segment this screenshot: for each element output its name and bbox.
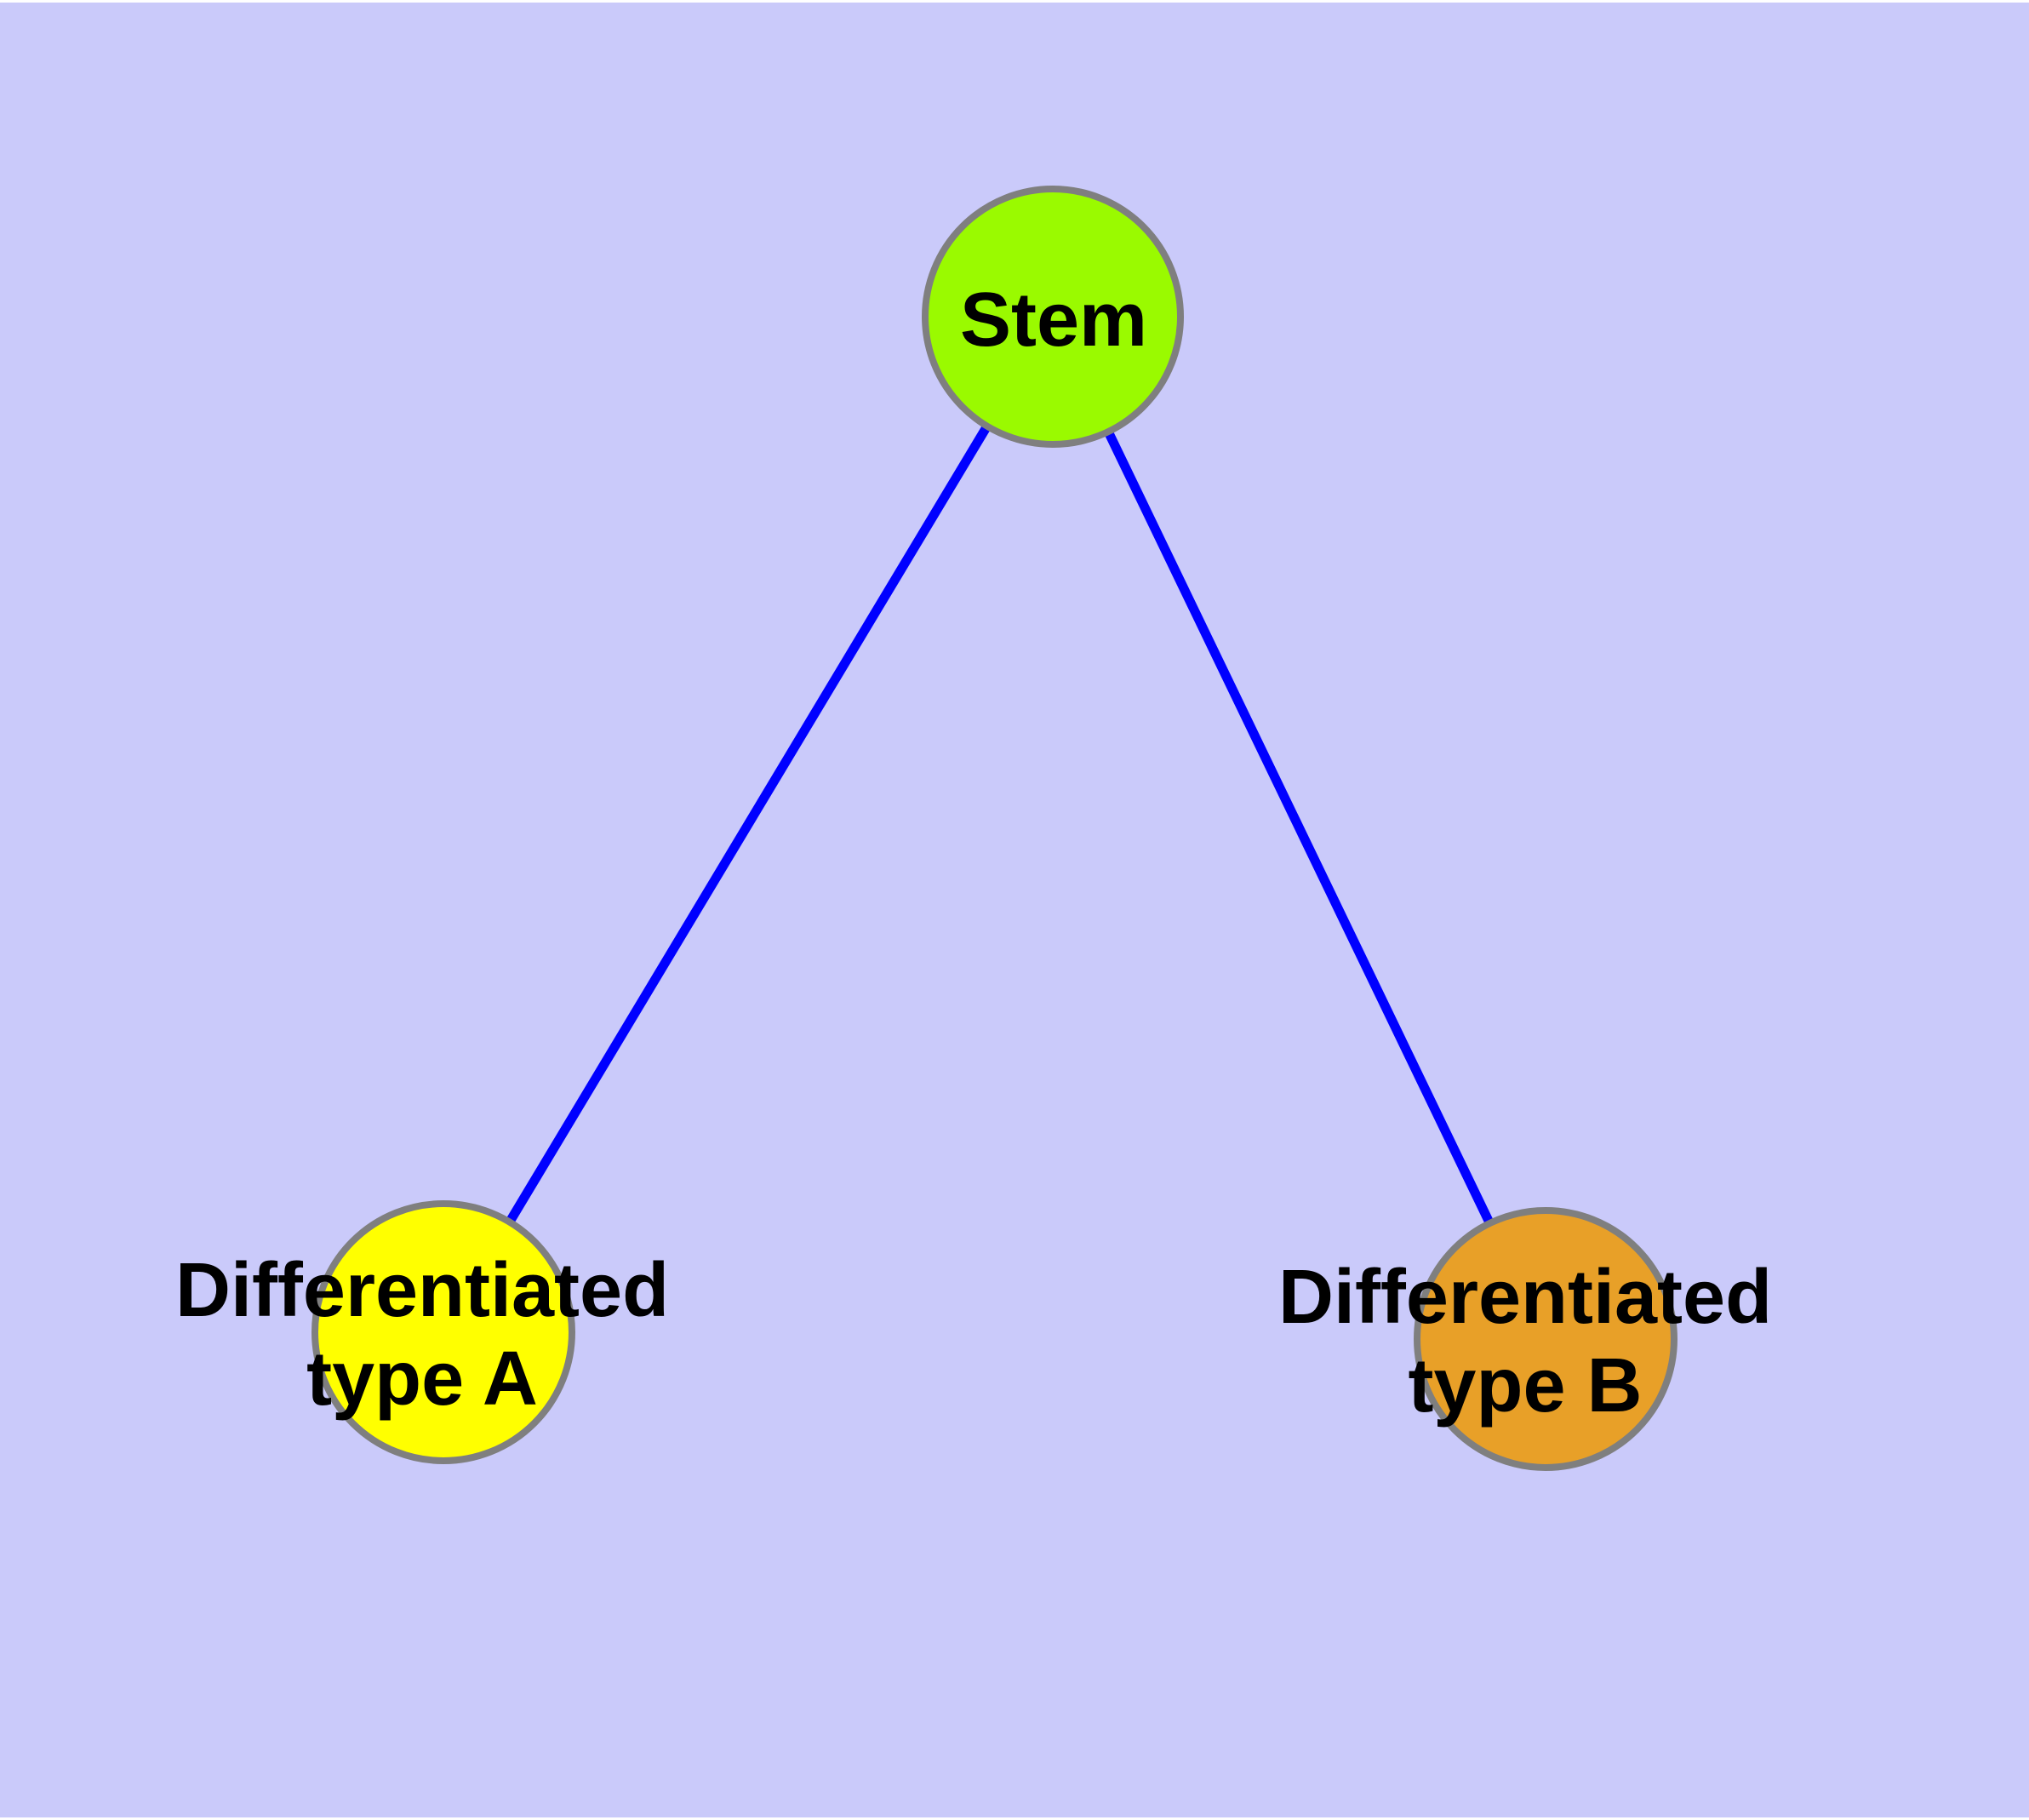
edge-stem-to-type-a [439, 314, 1057, 1335]
edge-stem-to-type-b [1049, 314, 1550, 1342]
node-differentiated-type-b [1414, 1207, 1677, 1471]
node-stem [922, 186, 1184, 448]
node-differentiated-type-a [311, 1200, 575, 1464]
